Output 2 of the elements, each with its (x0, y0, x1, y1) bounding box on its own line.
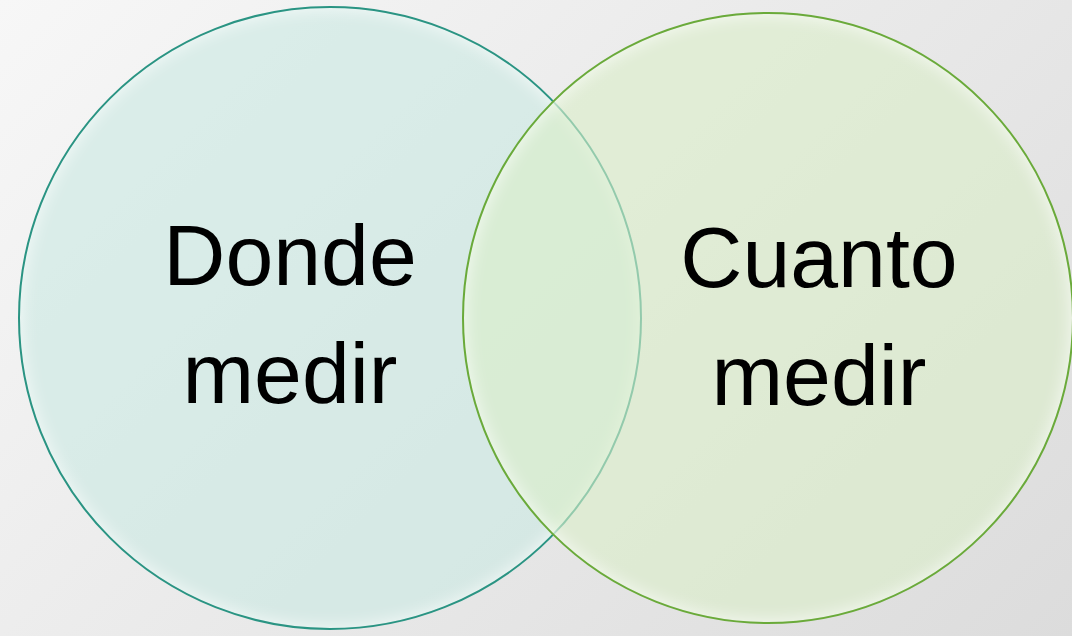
circle-label: Cuanto medir (679, 208, 959, 425)
circle-label: Donde medir (162, 206, 418, 423)
